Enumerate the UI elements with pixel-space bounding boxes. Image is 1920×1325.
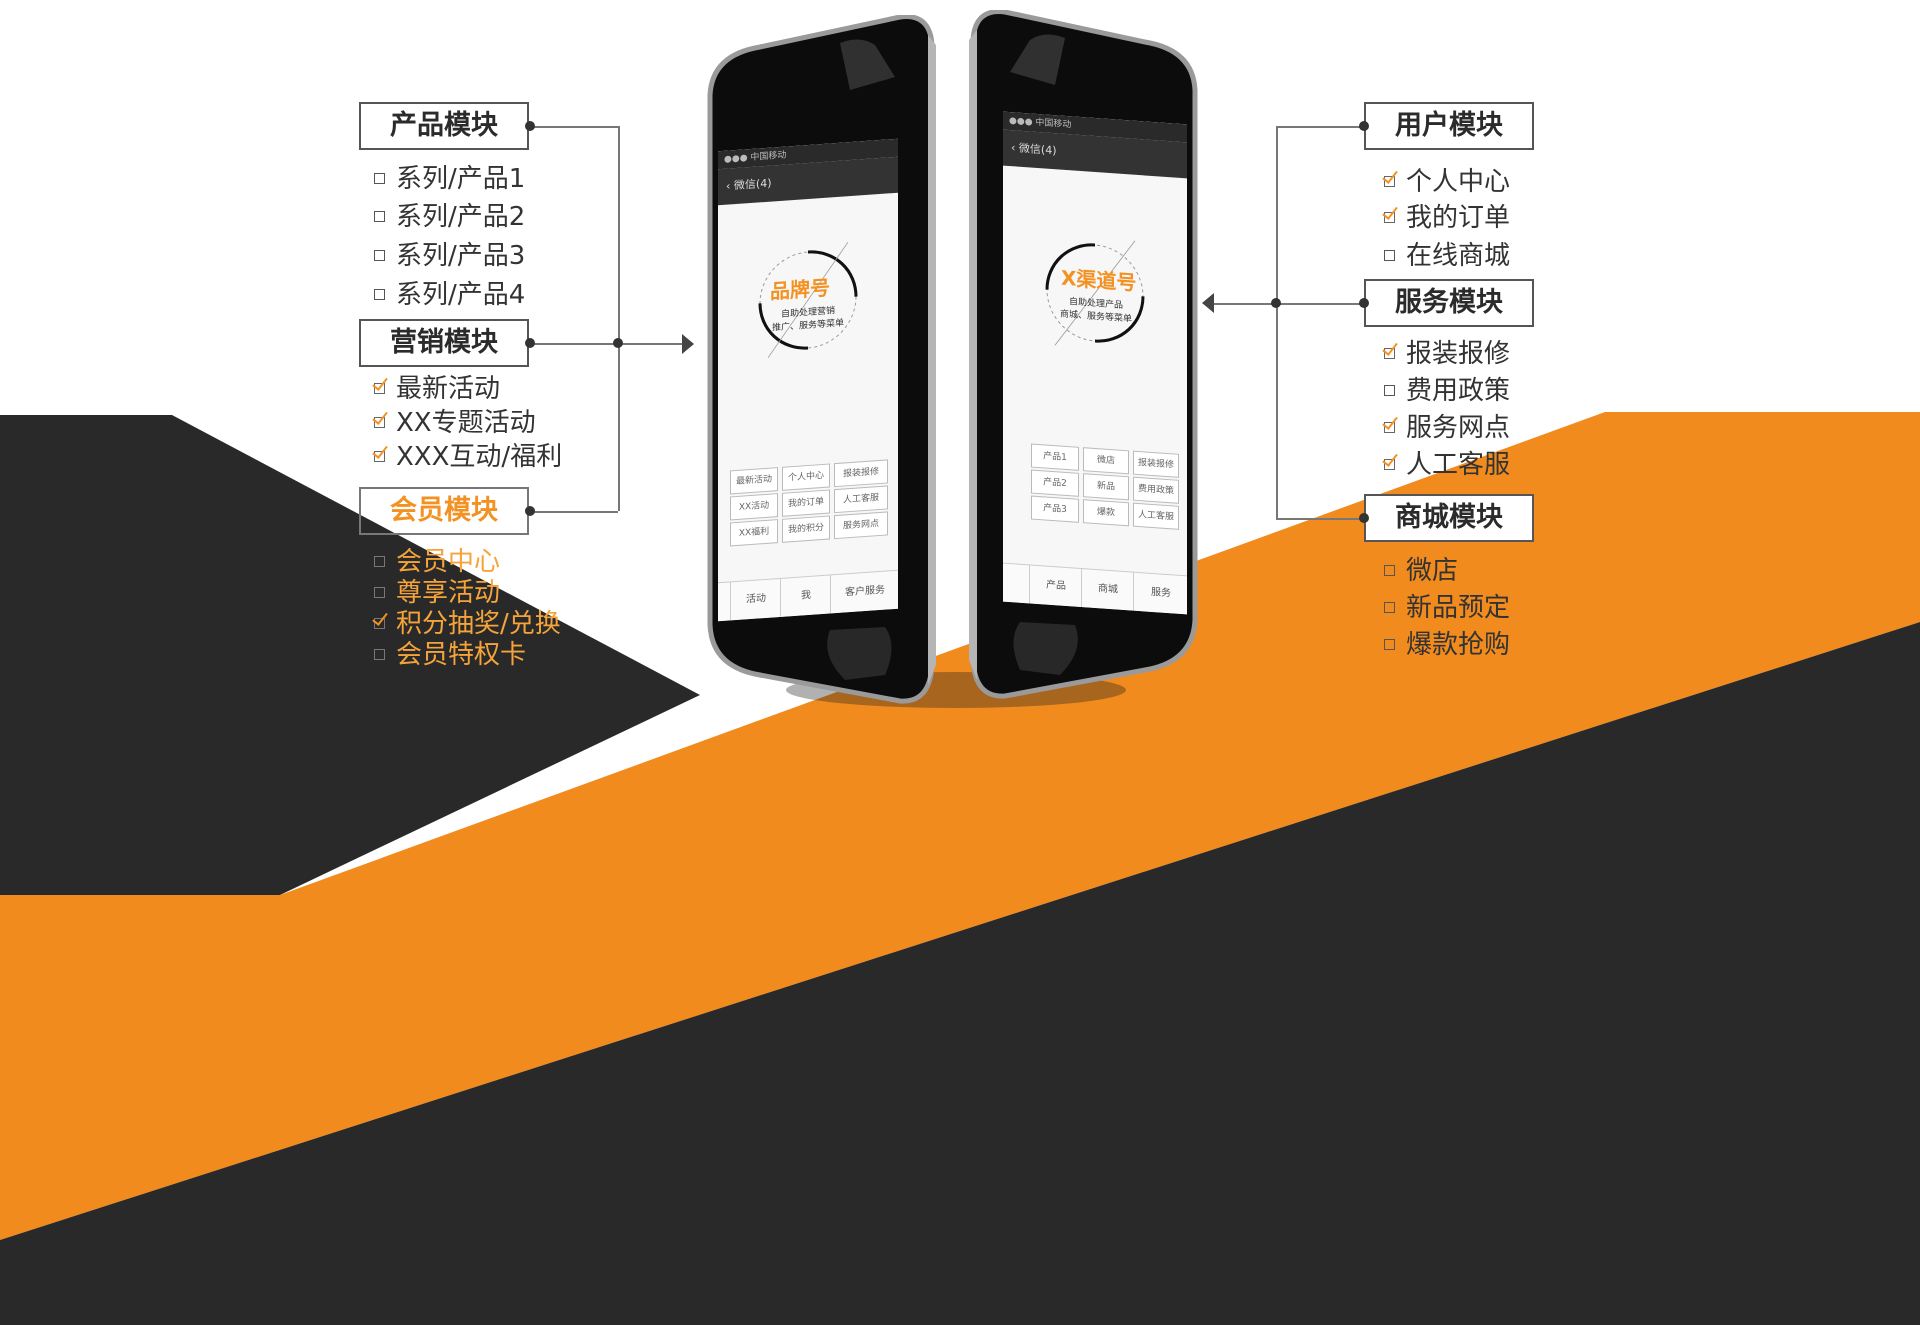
back-label[interactable]: 微信(4) (1018, 141, 1057, 158)
menu-cell-4[interactable]: 产品2 (1031, 469, 1079, 497)
menu-cell-2[interactable]: 微店 (1083, 447, 1129, 475)
user-module-title: 用户模块 (1364, 102, 1534, 150)
product-title-dot (525, 121, 535, 131)
checkbox-icon (374, 289, 385, 300)
menu-cell-8[interactable]: 爆款 (1083, 499, 1129, 527)
connector-mall (1276, 518, 1366, 520)
phone-left: ●●● 中国移动 ‹ 微信(4) 品牌号 自助处理营销 推广、服务等菜单 最新活… (700, 15, 940, 705)
checked-checkbox-icon (374, 417, 385, 428)
menu-cell-1[interactable]: 最新活动 (730, 467, 778, 495)
menu-cell-2[interactable]: 个人中心 (782, 463, 830, 491)
service-title-dot (1359, 298, 1369, 308)
checkbox-icon (1384, 250, 1395, 261)
tab-2[interactable]: 我 (780, 575, 831, 617)
brand-circle (1045, 240, 1145, 346)
phone-right-screen: ●●● 中国移动 ‹ 微信(4) X渠道号 自助处理产品 商城、服务等菜单 产品… (1003, 111, 1187, 615)
checkbox-icon (374, 649, 385, 660)
checked-checkbox-icon (1384, 176, 1395, 187)
menu-cell-7[interactable]: XX福利 (730, 519, 778, 547)
checked-checkbox-icon (374, 451, 385, 462)
brand-circle (758, 241, 858, 359)
connector-marketing (530, 343, 690, 345)
connector-product (530, 126, 618, 128)
menu-cell-1[interactable]: 产品1 (1031, 443, 1079, 471)
connector-left-v (618, 126, 620, 511)
checked-checkbox-icon (374, 383, 385, 394)
member-module-title: 会员模块 (359, 487, 529, 535)
menu-cell-9[interactable]: 人工客服 (1133, 502, 1179, 530)
checked-checkbox-icon (1384, 212, 1395, 223)
back-chevron-icon[interactable]: ‹ (726, 179, 734, 193)
menu-cell-5[interactable]: 我的订单 (782, 489, 830, 517)
connector-user (1276, 126, 1366, 128)
tab-1[interactable]: 活动 (730, 578, 781, 621)
menu-cell-8[interactable]: 我的积分 (782, 515, 830, 543)
service-module-title: 服务模块 (1364, 279, 1534, 327)
checkbox-icon (1384, 385, 1395, 396)
checkbox-icon (374, 587, 385, 598)
menu-cell-5[interactable]: 新品 (1083, 473, 1129, 501)
brand-name: X渠道号 (1061, 265, 1137, 295)
dark-band-left (0, 415, 700, 895)
menu-cell-9[interactable]: 服务网点 (834, 511, 888, 540)
checked-checkbox-icon (374, 618, 385, 629)
checked-checkbox-icon (1384, 459, 1395, 470)
checked-checkbox-icon (1384, 422, 1395, 433)
tab-1[interactable]: 产品 (1029, 565, 1082, 608)
tab-2[interactable]: 商城 (1081, 569, 1134, 611)
menu-cell-3[interactable]: 报装报修 (834, 459, 888, 488)
connector-right-v (1276, 126, 1278, 518)
checkbox-icon (1384, 565, 1395, 576)
arrow-left-icon (1202, 293, 1214, 313)
connector-dot-right (1271, 298, 1281, 308)
marketing-module-title: 营销模块 (359, 319, 529, 367)
checkbox-icon (374, 556, 385, 567)
arrow-right-icon (682, 334, 694, 354)
menu-cell-7[interactable]: 产品3 (1031, 495, 1079, 523)
menu-cell-6[interactable]: 费用政策 (1133, 476, 1179, 504)
connector-member (530, 511, 618, 513)
dark-band-bottom (0, 622, 1920, 1325)
tab-3[interactable]: 客户服务 (830, 570, 898, 614)
menu-cell-6[interactable]: 人工客服 (834, 485, 888, 514)
connector-dot (613, 338, 623, 348)
mall-title-dot (1359, 513, 1369, 523)
phone-left-screen: ●●● 中国移动 ‹ 微信(4) 品牌号 自助处理营销 推广、服务等菜单 最新活… (718, 138, 898, 622)
user-title-dot (1359, 121, 1369, 131)
mall-module-title: 商城模块 (1364, 494, 1534, 542)
menu-cell-4[interactable]: XX活动 (730, 493, 778, 521)
marketing-title-dot (525, 338, 535, 348)
checkbox-icon (1384, 602, 1395, 613)
checkbox-icon (374, 173, 385, 184)
brand-name: 品牌号 (770, 275, 830, 304)
member-title-dot (525, 506, 535, 516)
product-module-title: 产品模块 (359, 102, 529, 150)
menu-cell-3[interactable]: 报装报修 (1133, 450, 1179, 478)
connector-service (1210, 303, 1366, 305)
checkbox-icon (374, 211, 385, 222)
orange-band (0, 412, 1920, 1240)
checkbox-icon (374, 250, 385, 261)
back-chevron-icon[interactable]: ‹ (1011, 141, 1019, 155)
back-label[interactable]: 微信(4) (733, 176, 772, 193)
phone-right: ●●● 中国移动 ‹ 微信(4) X渠道号 自助处理产品 商城、服务等菜单 产品… (965, 10, 1205, 700)
checked-checkbox-icon (1384, 348, 1395, 359)
checkbox-icon (1384, 639, 1395, 650)
tab-3[interactable]: 服务 (1133, 572, 1187, 615)
